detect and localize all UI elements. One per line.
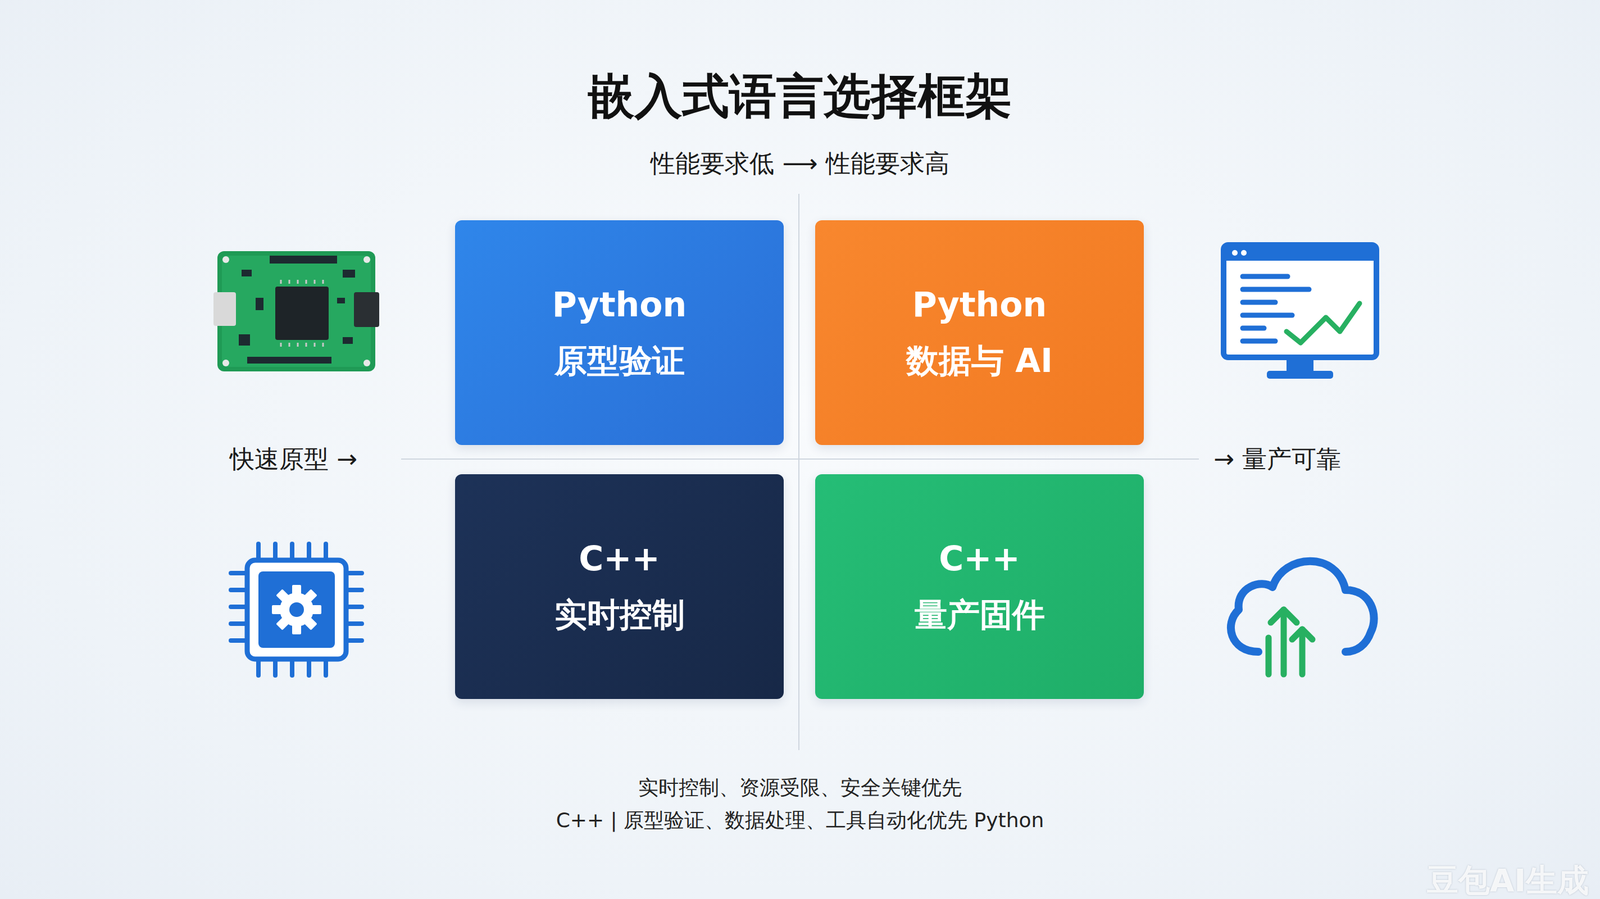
axis-label: 性能要求低 ⟶ 性能要求高	[0, 147, 1600, 181]
monitor-icon	[1223, 244, 1377, 379]
axis-label: → 量产可靠	[1213, 442, 1342, 476]
vertical-axis	[798, 193, 800, 750]
language-name: Python	[552, 280, 688, 330]
quadrant-box: Python 原型验证	[455, 220, 784, 445]
caption-line: C++ | 原型验证、数据处理、工具自动化优先 Python	[0, 806, 1600, 835]
language-name: C++	[578, 534, 661, 584]
axis-label: 快速原型 →	[229, 442, 358, 476]
use-case: 实时控制	[554, 591, 685, 639]
language-name: C++	[938, 534, 1021, 584]
use-case: 量产固件	[914, 591, 1045, 639]
chip-icon	[230, 543, 362, 676]
caption-line: 实时控制、资源受限、安全关键优先	[0, 774, 1600, 802]
horizontal-axis	[401, 458, 1199, 460]
pcb-icon	[213, 251, 380, 372]
use-case: 原型验证	[554, 337, 685, 385]
quadrant-box: C++ 实时控制	[455, 474, 784, 699]
watermark: 豆包AI生成	[1426, 859, 1589, 899]
use-case: 数据与 AI	[906, 337, 1053, 385]
language-name: Python	[912, 280, 1048, 330]
diagram-title: 嵌入式语言选择框架	[0, 64, 1600, 129]
quadrant-box: C++ 量产固件	[815, 474, 1144, 699]
cloud-icon	[1230, 561, 1375, 675]
quadrant-box: Python 数据与 AI	[815, 220, 1144, 445]
